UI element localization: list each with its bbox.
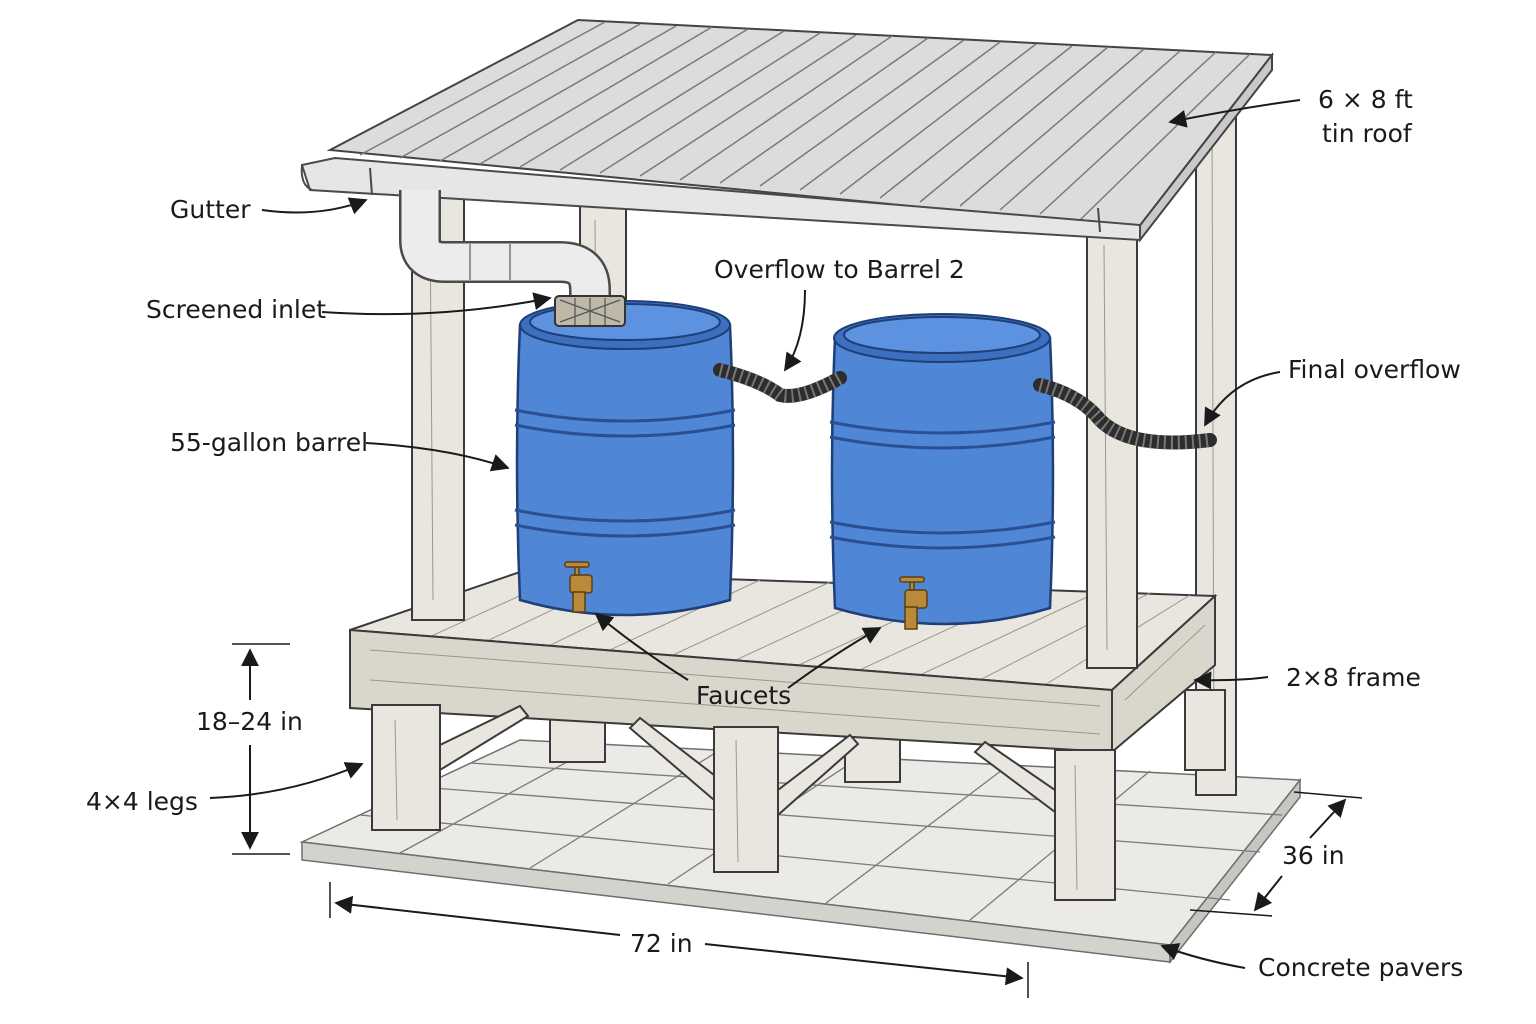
faucets-label: Faucets bbox=[696, 681, 791, 710]
barrel-2 bbox=[829, 313, 1056, 626]
roof-label-line2: tin roof bbox=[1322, 119, 1413, 148]
height-label: 18–24 in bbox=[196, 707, 303, 736]
barrel-1 bbox=[514, 300, 736, 617]
width-dimension bbox=[329, 882, 1029, 998]
height-dimension bbox=[232, 643, 290, 855]
faucet-2 bbox=[899, 576, 928, 630]
gutter bbox=[300, 156, 1141, 242]
downspout-pipe bbox=[399, 190, 611, 311]
overflow-hose-1 bbox=[713, 363, 847, 403]
overflow-to-barrel2-label: Overflow to Barrel 2 bbox=[714, 255, 965, 284]
roof-label-line1: 6 × 8 ft bbox=[1318, 85, 1413, 114]
width-label: 72 in bbox=[630, 929, 693, 958]
gutter-label: Gutter bbox=[170, 195, 251, 224]
screened-inlet-label: Screened inlet bbox=[146, 295, 326, 324]
annotation-arrows bbox=[209, 99, 1301, 969]
pavers-label: Concrete pavers bbox=[1258, 953, 1463, 982]
barrel-label: 55-gallon barrel bbox=[170, 428, 368, 457]
depth-dimension bbox=[1189, 791, 1363, 917]
final-overflow-label: Final overflow bbox=[1288, 355, 1461, 384]
tin-roof bbox=[326, 18, 1274, 243]
faucet-1 bbox=[564, 561, 593, 613]
final-overflow-hose bbox=[1033, 378, 1217, 450]
depth-label: 36 in bbox=[1282, 841, 1345, 870]
frame-label: 2×8 frame bbox=[1286, 663, 1421, 692]
legs-label: 4×4 legs bbox=[86, 787, 198, 816]
screened-inlet bbox=[554, 295, 626, 327]
front-legs bbox=[371, 704, 1116, 901]
